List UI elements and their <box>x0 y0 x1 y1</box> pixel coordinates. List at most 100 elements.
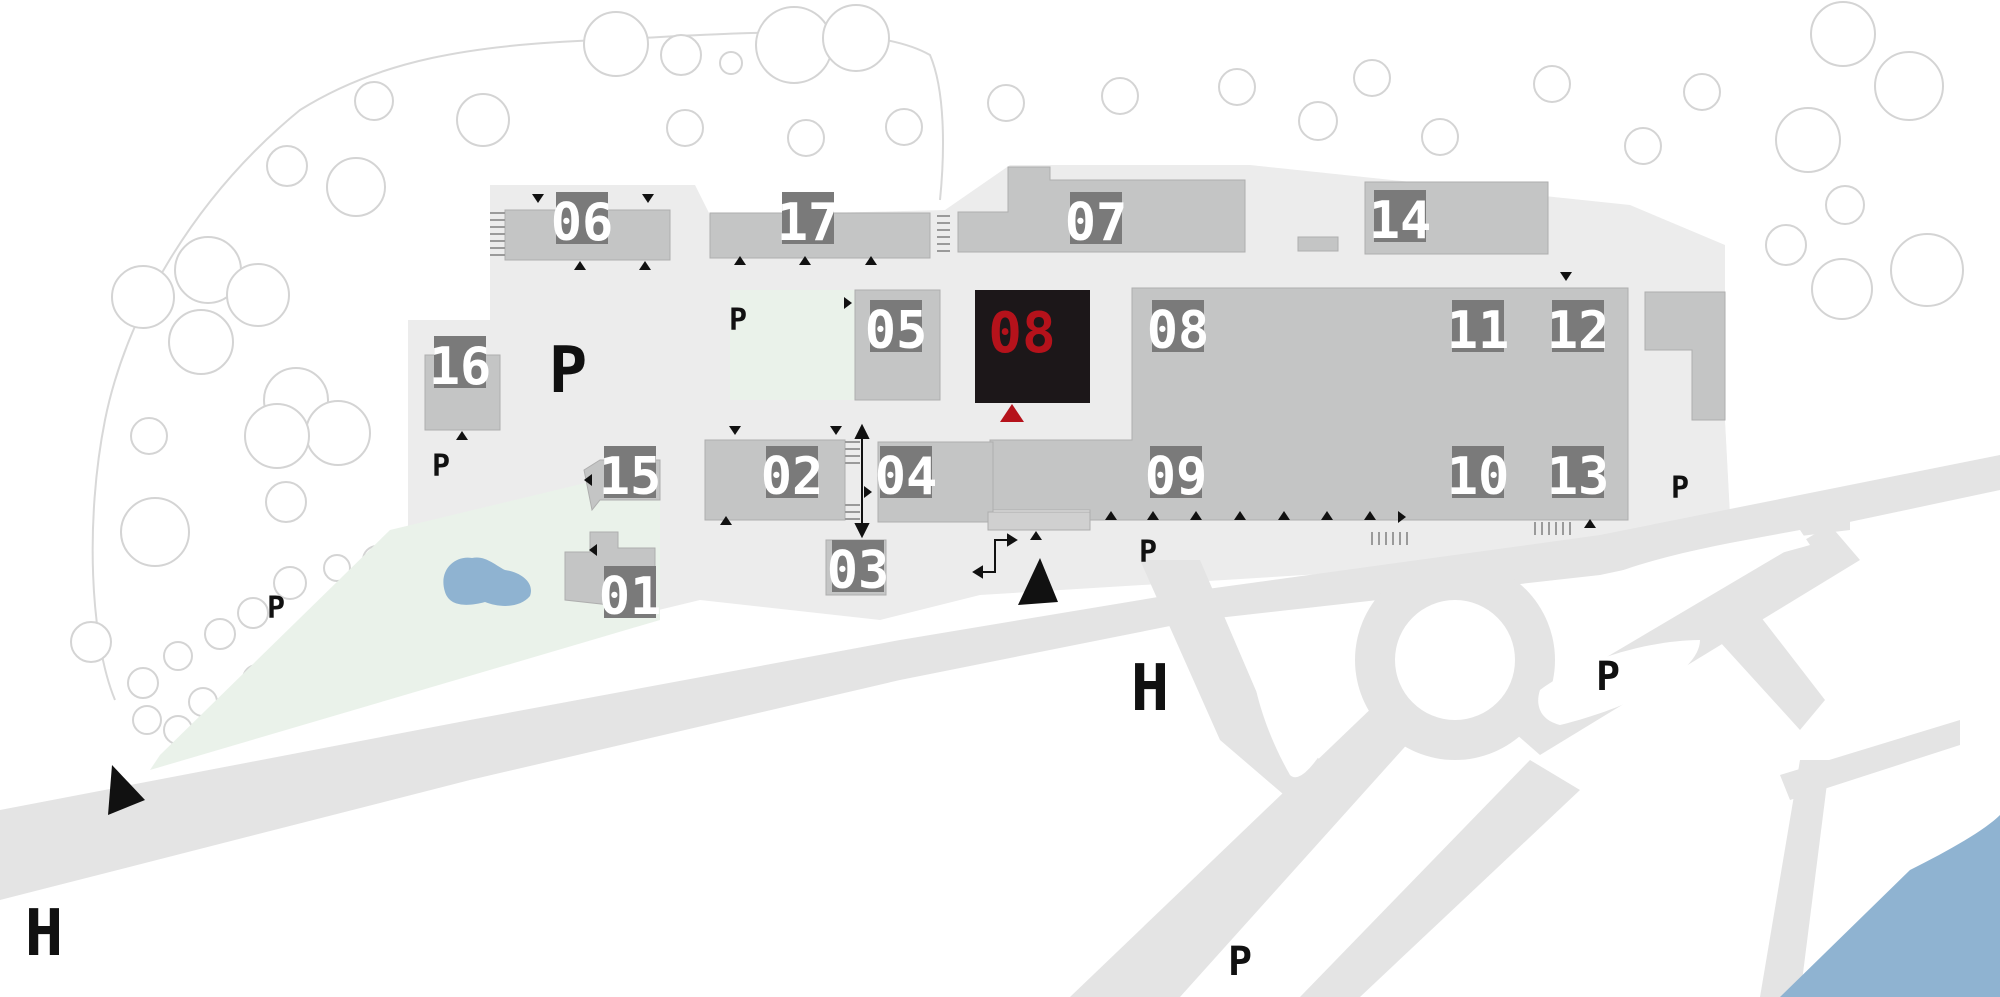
entrance-triangle-icon <box>799 256 811 265</box>
tree-icon <box>1101 77 1139 115</box>
parking-icon[interactable]: P <box>1228 939 1252 985</box>
svg-text:13: 13 <box>1547 447 1610 507</box>
highlight-entrance-icon <box>1000 404 1024 422</box>
tree-icon <box>1218 68 1256 106</box>
building-label-02[interactable]: 02 <box>761 446 824 507</box>
entrance-triangle-icon <box>865 256 877 265</box>
entrance-triangle-icon <box>1321 511 1333 520</box>
parking-icon[interactable]: P <box>549 334 588 408</box>
building-label-11[interactable]: 11 <box>1447 300 1510 361</box>
building-label-05[interactable]: 05 <box>865 300 928 361</box>
svg-text:16: 16 <box>429 337 492 397</box>
tree-icon <box>168 309 234 375</box>
park-boundary <box>91 31 944 701</box>
building-label-09[interactable]: 09 <box>1145 446 1208 507</box>
tree-icon <box>885 108 923 146</box>
building-label-12[interactable]: 12 <box>1547 300 1610 361</box>
entrance-triangle-icon <box>1190 511 1202 520</box>
pond <box>443 557 531 606</box>
building-label-06[interactable]: 06 <box>551 192 614 253</box>
entrance-triangle-icon <box>844 297 852 309</box>
tree-icon <box>1765 224 1807 266</box>
tree-icon <box>127 667 159 699</box>
entrance-triangle-icon <box>1234 511 1246 520</box>
building-label-10[interactable]: 10 <box>1447 446 1510 507</box>
tree-icon <box>1874 51 1944 121</box>
parking-icon[interactable]: P <box>432 449 450 484</box>
entrance-triangle-icon <box>642 194 654 203</box>
entrance-triangle-icon <box>1560 272 1572 281</box>
tree-icon <box>987 84 1025 122</box>
tree-icon <box>120 497 190 567</box>
building-label-17[interactable]: 17 <box>777 192 840 253</box>
svg-text:15: 15 <box>599 447 662 507</box>
building-label-16[interactable]: 16 <box>429 336 492 397</box>
building-label-14[interactable]: 14 <box>1369 190 1432 251</box>
svg-text:04: 04 <box>875 447 938 507</box>
entrance-triangle-icon <box>589 544 597 556</box>
bus-stop-icon[interactable]: H <box>25 897 64 971</box>
entrance-triangle-icon <box>720 516 732 525</box>
svg-text:14: 14 <box>1369 191 1432 251</box>
tree-icon <box>326 157 386 217</box>
tree-icon <box>1683 73 1721 111</box>
svg-text:06: 06 <box>551 193 614 253</box>
entrance-triangle-icon <box>532 194 544 203</box>
tree-icon <box>1624 127 1662 165</box>
tree-icon <box>787 119 825 157</box>
stairs-icon <box>490 212 1571 545</box>
building-label-08[interactable]: 08 <box>1147 300 1210 361</box>
building-label-07[interactable]: 07 <box>1065 192 1128 253</box>
tree-icon <box>130 417 168 455</box>
main-entrance-icon <box>1018 558 1058 605</box>
parking-icon[interactable]: P <box>1671 471 1689 506</box>
tree-icon <box>1811 258 1873 320</box>
parking-labels: P P P P P P P P <box>267 303 1689 985</box>
entrance-triangle-icons <box>456 194 1596 556</box>
tree-icon <box>1890 233 1964 307</box>
entrance-triangle-icon <box>456 431 468 440</box>
entrance-triangle-icon <box>1147 511 1159 520</box>
tree-icon <box>70 621 112 663</box>
entrance-triangle-icon <box>1030 531 1042 540</box>
tree-icon <box>132 705 162 735</box>
svg-text:08: 08 <box>1147 301 1210 361</box>
bus-stops: H H <box>25 652 1170 971</box>
tree-icon <box>1533 65 1571 103</box>
road-islands <box>1250 530 1810 778</box>
tree-icon <box>1810 1 1876 67</box>
tree-icon <box>244 403 310 469</box>
tree-icon <box>265 481 307 523</box>
tree-icon <box>755 6 833 84</box>
entrance-triangle-icon <box>729 426 741 435</box>
entrance-triangle-icon <box>1364 511 1376 520</box>
tree-icon <box>204 618 236 650</box>
tree-icon <box>719 51 743 75</box>
svg-text:03: 03 <box>827 541 890 601</box>
svg-text:07: 07 <box>1065 193 1128 253</box>
tree-icon <box>226 263 290 327</box>
entrance-triangle-icon <box>830 426 842 435</box>
direction-arrow-icon <box>854 423 1018 579</box>
tree-icon <box>354 81 394 121</box>
building-label-03[interactable]: 03 <box>827 540 890 601</box>
tree-icon <box>456 93 510 147</box>
bus-stop-icon[interactable]: H <box>1131 652 1170 726</box>
tree-icon <box>111 265 175 329</box>
entrance-triangle-icon <box>1584 519 1596 528</box>
tree-icon <box>305 400 371 466</box>
parking-icon[interactable]: P <box>267 591 285 626</box>
parking-icon[interactable]: P <box>1596 654 1620 700</box>
building-label-15[interactable]: 15 <box>599 446 662 507</box>
building-08-highlight[interactable] <box>975 290 1090 403</box>
parking-icon[interactable]: P <box>1139 535 1157 570</box>
svg-text:02: 02 <box>761 447 824 507</box>
svg-text:01: 01 <box>599 567 662 627</box>
building-label-04[interactable]: 04 <box>875 446 938 507</box>
tree-icon <box>1421 118 1459 156</box>
building-label-13[interactable]: 13 <box>1547 446 1610 507</box>
entrance-triangle-icon <box>864 486 872 498</box>
building-label-01[interactable]: 01 <box>599 566 662 627</box>
tree-icon <box>666 109 704 147</box>
parking-icon[interactable]: P <box>729 303 747 338</box>
